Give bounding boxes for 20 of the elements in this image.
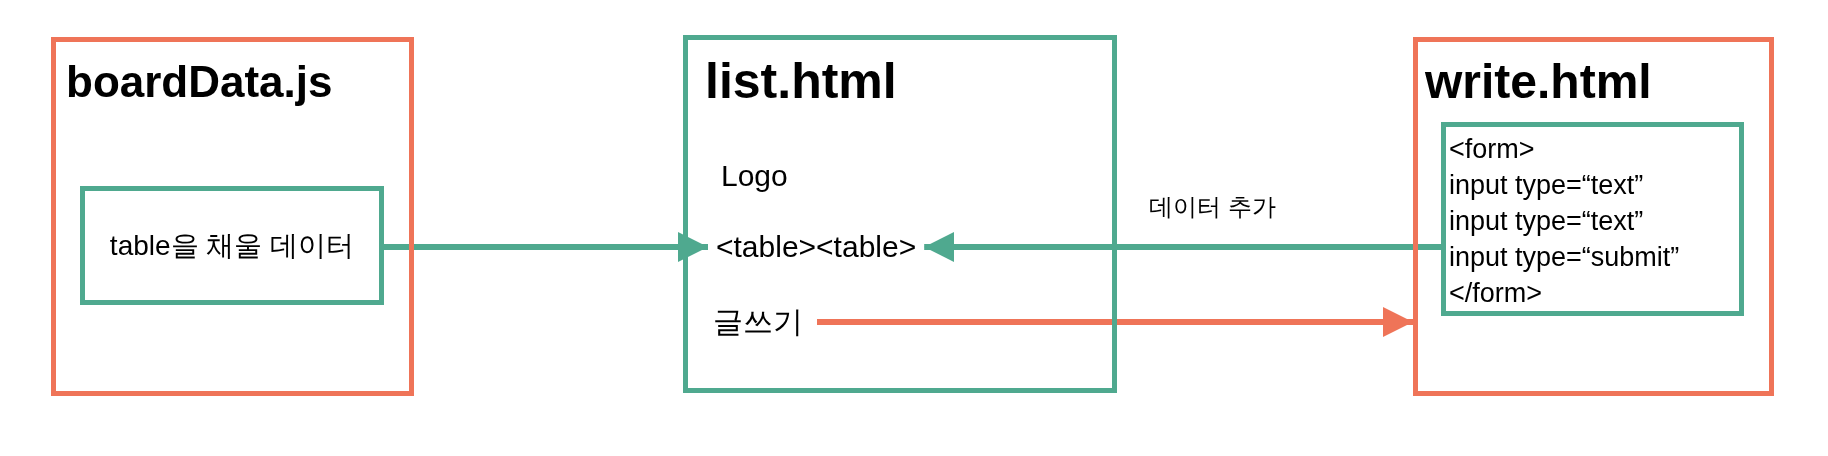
code-line: input type=“text” (1449, 205, 1645, 238)
file-name: write.html (1425, 58, 1652, 106)
element-label: 글쓰기 (713, 304, 803, 340)
file-box (51, 37, 414, 396)
arrow (384, 232, 708, 262)
file-name: boardData.js (66, 60, 333, 104)
file-box (683, 35, 1117, 393)
element-label: Logo (721, 158, 788, 194)
code-line: input type=“text” (1449, 169, 1645, 202)
code-line: input type=“submit” (1449, 241, 1681, 274)
form-box (1441, 122, 1744, 316)
code-line: <form> (1449, 133, 1536, 166)
element-label: <table><table> (716, 229, 917, 265)
file-name: list.html (705, 56, 897, 106)
data-box: table을 채울 데이터 (80, 186, 384, 305)
edge-label: 데이터 추가 (1149, 192, 1276, 222)
arrow (817, 307, 1413, 337)
arrow (924, 232, 1441, 262)
code-line: </form> (1449, 277, 1544, 310)
file-box (1413, 37, 1774, 396)
